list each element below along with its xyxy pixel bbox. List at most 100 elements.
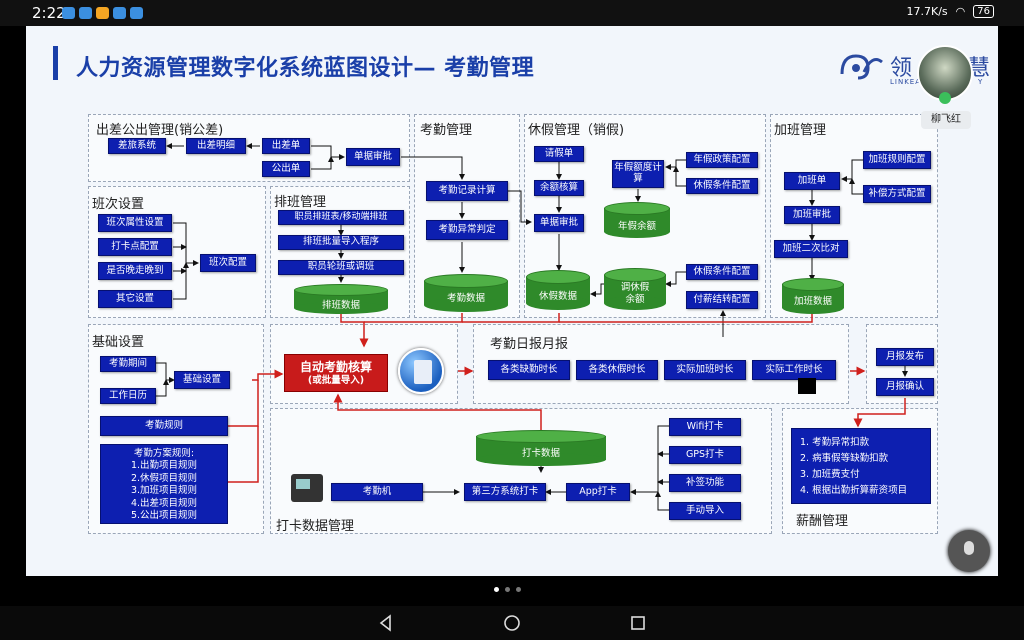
title-accent-bar [53, 46, 58, 80]
ot-approval-box: 加班审批 [784, 206, 840, 224]
panel-title-scheduling: 排班管理 [274, 191, 326, 210]
punch-data-label: 打卡数据 [476, 445, 606, 459]
shift-attr-box: 班次属性设置 [98, 214, 172, 232]
other-settings-box: 其它设置 [98, 290, 172, 308]
network-speed: 17.7K/s [907, 5, 948, 18]
shift-config-box: 班次配置 [200, 254, 256, 272]
panel-title-payroll: 薪酬管理 [796, 510, 848, 529]
logo-subtext: LINKEA [890, 78, 921, 86]
calculator-icon [398, 348, 444, 394]
comp-balance-cylinder: 调休假 余额 [604, 268, 666, 310]
payroll-item: 3. 加班费支付 [800, 467, 922, 483]
leave-condition-box-2: 休假条件配置 [686, 264, 758, 280]
leave-approval-box: 单据审批 [534, 214, 584, 232]
attendance-calc-box: 考勤记录计算 [426, 181, 508, 201]
manual-import-box: 手动导入 [669, 502, 741, 520]
work-calendar-box: 工作日历 [100, 388, 156, 404]
attendance-rule-box: 考勤规则 [100, 416, 228, 436]
leave-data-label: 休假数据 [526, 288, 590, 302]
absence-hours-box: 各类缺勤时长 [488, 360, 570, 380]
logo-mark-icon [838, 48, 886, 82]
payroll-items-block: 1. 考勤异常扣款 2. 病事假等缺勤扣款 3. 加班费支付 4. 根据出勤折算… [791, 428, 931, 504]
presentation-slide: 人力资源管理数字化系统蓝图设计— 考勤管理 领 慧 LINKEA Y 出差公出管… [26, 26, 998, 576]
travel-approval-box: 单据审批 [346, 148, 400, 166]
annual-policy-box: 年假政策配置 [686, 152, 758, 168]
leave-form-box: 请假单 [534, 146, 584, 162]
app-notification-icon [130, 7, 143, 19]
attendance-abnormal-box: 考勤异常判定 [426, 220, 508, 240]
annual-balance-cylinder: 年假余额 [604, 202, 670, 238]
rules-block: 考勤方案规则: 1.出勤项目规则 2.休假项目规则 3.加班项目规则 4.出差项… [100, 444, 228, 524]
wifi-punch-box: Wifi打卡 [669, 418, 741, 436]
pay-settlement-box: 付薪结转配置 [686, 291, 758, 309]
actual-ot-hours-box: 实际加班时长 [664, 360, 746, 380]
logo-subtext: Y [978, 78, 983, 86]
schedule-mobile-box: 职员排班表/移动端排班 [278, 210, 404, 225]
battery-icon: 76 [973, 5, 994, 18]
core-subtitle: (或批量导入) [285, 375, 387, 387]
microphone-active-icon [939, 92, 951, 104]
actual-work-hours-box: 实际工作时长 [752, 360, 836, 380]
leave-hours-box: 各类休假时长 [576, 360, 658, 380]
participant-name: 柳飞红 [921, 111, 971, 129]
system-status: 17.7K/s ◠ 76 [907, 5, 995, 18]
attendance-data-cylinder: 考勤数据 [424, 274, 508, 312]
floating-mic-button[interactable] [948, 530, 990, 572]
payroll-item: 1. 考勤异常扣款 [800, 435, 922, 451]
rule-item: 2.休假项目规则 [107, 473, 221, 485]
ot-data-label: 加班数据 [782, 293, 844, 307]
app-notification-icon [113, 7, 126, 19]
home-icon[interactable] [503, 614, 521, 632]
page-indicator [494, 587, 521, 592]
monthly-confirm-box: 月报确认 [876, 378, 934, 396]
leave-condition-box: 休假条件配置 [686, 178, 758, 194]
recents-icon[interactable] [629, 614, 647, 632]
ot-form-box: 加班单 [784, 172, 840, 190]
rule-item: 5.公出项目规则 [107, 510, 221, 522]
punch-point-box: 打卡点配置 [98, 238, 172, 256]
rule-item: 1.出勤项目规则 [107, 460, 221, 472]
monthly-publish-box: 月报发布 [876, 348, 934, 366]
ot-compare-box: 加班二次比对 [774, 240, 848, 258]
annual-quota-box: 年假额度计算 [612, 160, 664, 188]
schedule-data-label: 排班数据 [294, 297, 388, 311]
microphone-icon [964, 541, 974, 555]
ot-data-cylinder: 加班数据 [782, 278, 844, 314]
gps-punch-box: GPS打卡 [669, 446, 741, 464]
wifi-icon: ◠ [956, 5, 966, 18]
balance-check-box: 余额核算 [534, 180, 584, 196]
app-punch-box: App打卡 [566, 483, 630, 501]
panel-title-leave: 休假管理（销假) [528, 119, 624, 138]
page-dot [505, 587, 510, 592]
page-dot [516, 587, 521, 592]
page-dot [494, 587, 499, 592]
travel-system-box: 差旅系统 [108, 138, 166, 154]
panel-title-attendance: 考勤管理 [420, 119, 472, 138]
attendance-period-box: 考勤期间 [100, 356, 156, 372]
rule-item: 3.加班项目规则 [107, 485, 221, 497]
punch-data-cylinder: 打卡数据 [476, 430, 606, 466]
late-checkin-box: 是否晚走晚到 [98, 262, 172, 280]
comp-balance-label-2: 余额 [625, 294, 644, 305]
status-bar: 2:22 17.7K/s ◠ 76 [0, 0, 1024, 26]
core-title: 自动考勤核算 [285, 360, 387, 375]
payroll-item: 2. 病事假等缺勤扣款 [800, 451, 922, 467]
third-party-box: 第三方系统打卡 [464, 483, 546, 501]
panel-title-punch-data: 打卡数据管理 [276, 515, 354, 534]
back-icon[interactable] [377, 614, 395, 632]
cursor-mark [798, 378, 816, 394]
public-form-box: 公出单 [262, 161, 310, 177]
ot-rule-box: 加班规则配置 [863, 151, 931, 169]
trip-form-box: 出差单 [262, 138, 310, 154]
panel-title-overtime: 加班管理 [774, 119, 826, 138]
app-notification-icon [79, 7, 92, 19]
rule-item: 4.出差项目规则 [107, 498, 221, 510]
comp-method-box: 补偿方式配置 [863, 185, 931, 203]
notification-icons [62, 7, 143, 19]
shift-swap-box: 职员轮班或调班 [278, 260, 404, 275]
comp-balance-label: 调休假 [621, 282, 650, 293]
payroll-item: 4. 根据出勤折算薪资项目 [800, 483, 922, 499]
slide-title: 人力资源管理数字化系统蓝图设计— 考勤管理 [76, 50, 534, 82]
app-notification-icon [96, 7, 109, 19]
leave-data-cylinder: 休假数据 [526, 270, 590, 310]
